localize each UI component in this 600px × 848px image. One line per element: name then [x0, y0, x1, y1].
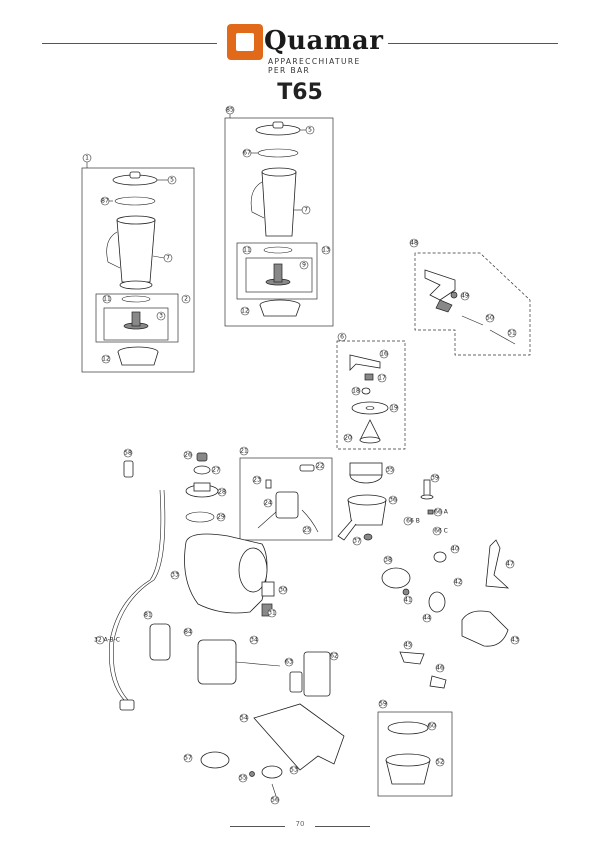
assembly-59-frame: [377, 711, 453, 797]
callout-20: 20: [344, 435, 352, 442]
callout-1: 1: [85, 155, 89, 162]
gasket-part: [114, 196, 156, 206]
assembly-base: 58 26 27 28 29 21 22 23 24 25: [94, 446, 520, 805]
callout-63: 63: [285, 659, 293, 666]
callout-38: 38: [384, 557, 392, 564]
callout-32: 32 A-B-C: [94, 637, 120, 644]
callout-29: 29: [217, 514, 225, 521]
callout-13: 13: [322, 247, 330, 254]
callout-31: 31: [268, 610, 276, 617]
footer-rule-right: [315, 826, 370, 827]
callout-42: 42: [454, 579, 462, 586]
callout-3: 3: [159, 313, 163, 320]
footer-rule-left: [230, 826, 285, 827]
logo-mark-icon: [227, 24, 263, 60]
callout-40: 40: [451, 546, 459, 553]
callout-18: 18: [352, 388, 360, 395]
page-number: 70: [295, 820, 305, 828]
assembly-1: 1 5 87 7 11 2 3 12: [81, 153, 195, 373]
callout-9: 9: [302, 262, 306, 269]
callout-43: 43: [511, 637, 519, 644]
callout-34: 34: [250, 637, 258, 644]
assembly-85: 85 5 67 7 11 13 9 12: [224, 105, 334, 327]
callout-24: 24: [264, 500, 272, 507]
callout-66c: 66 C: [434, 528, 448, 535]
callout-37: 37: [353, 538, 361, 545]
callout-50: 50: [486, 315, 494, 322]
assembly-6-frame: [336, 340, 406, 450]
assembly-6: 6 16 17 18 19 20: [336, 332, 406, 450]
callout-7a: 7: [166, 255, 170, 262]
callout-54: 54: [240, 715, 248, 722]
callout-21: 21: [240, 448, 248, 455]
callout-11b: 11: [243, 247, 251, 254]
assembly-85-frame: [224, 117, 334, 327]
callout-2: 2: [184, 296, 188, 303]
base-plate-part: [253, 703, 345, 771]
callout-41: 41: [404, 597, 412, 604]
callout-58: 58: [124, 450, 132, 457]
callout-49: 49: [461, 293, 469, 300]
callout-7b: 7: [304, 207, 308, 214]
callout-12b: 12: [241, 308, 249, 315]
callout-85: 85: [226, 107, 234, 114]
callout-11a: 11: [103, 296, 111, 303]
callout-16: 16: [380, 351, 388, 358]
callout-33: 33: [171, 572, 179, 579]
callout-55: 55: [239, 775, 247, 782]
callout-48: 48: [410, 240, 418, 247]
callout-30: 30: [279, 587, 287, 594]
callout-87: 87: [101, 198, 109, 205]
callout-36: 36: [389, 497, 397, 504]
callout-46: 46: [436, 665, 444, 672]
header-rule-right: [388, 43, 558, 44]
callout-6: 6: [340, 334, 344, 341]
callout-62: 62: [330, 653, 338, 660]
callout-59: 59: [379, 701, 387, 708]
model-title: T65: [277, 80, 323, 105]
callout-44: 44: [423, 615, 431, 622]
assembly-1-frame: [81, 167, 195, 373]
callout-23: 23: [253, 477, 261, 484]
callout-17: 17: [378, 375, 386, 382]
callout-60: 60: [428, 723, 436, 730]
callout-19: 19: [390, 405, 398, 412]
callout-39: 39: [431, 475, 439, 482]
callout-52: 52: [436, 759, 444, 766]
callout-84: 84: [184, 629, 192, 636]
brand-logo: Quamar APPARECCHIATURE PER BAR: [222, 20, 384, 75]
callout-26: 26: [184, 452, 192, 459]
callout-53: 53: [290, 767, 298, 774]
callout-47: 47: [506, 561, 514, 568]
header-rule-left: [42, 43, 217, 44]
jug-part: [116, 219, 156, 283]
assembly-48: 48 49 50 51: [409, 238, 531, 356]
callout-81: 81: [144, 612, 152, 619]
callout-35: 35: [386, 467, 394, 474]
callout-56: 56: [271, 797, 279, 804]
callout-22: 22: [316, 463, 324, 470]
callout-5b: 5: [308, 127, 312, 134]
callout-5a: 5: [170, 177, 174, 184]
callout-67: 67: [243, 150, 251, 157]
callout-25: 25: [303, 527, 311, 534]
brand-name: Quamar: [264, 26, 384, 56]
callout-66a: 66 A: [434, 509, 449, 516]
assembly-48-frame: [414, 252, 531, 356]
callout-12a: 12: [102, 356, 110, 363]
callout-66b: 66 B: [406, 518, 420, 525]
callout-51: 51: [508, 330, 516, 337]
callout-27: 27: [212, 467, 220, 474]
brand-tagline: APPARECCHIATURE PER BAR: [268, 57, 361, 75]
motor-part: [197, 639, 237, 685]
callout-57: 57: [184, 755, 192, 762]
callout-28: 28: [218, 489, 226, 496]
callout-45: 45: [404, 642, 412, 649]
assembly-21-frame: [239, 457, 333, 541]
power-cable-part: [109, 489, 162, 701]
